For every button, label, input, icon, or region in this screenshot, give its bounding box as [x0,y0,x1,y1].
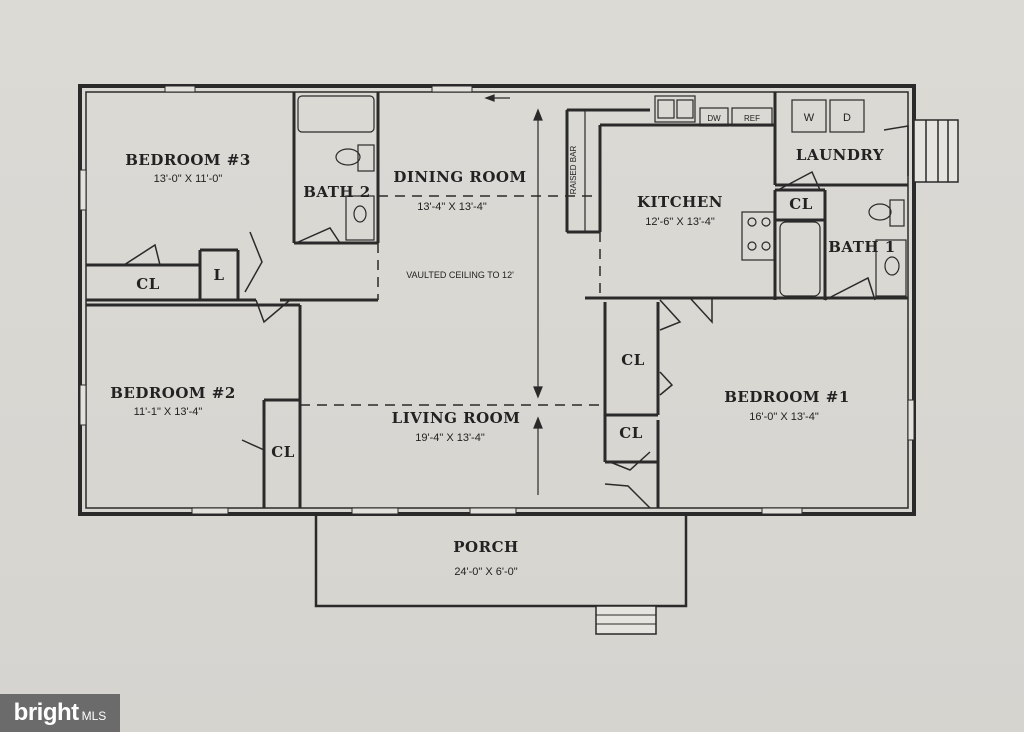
bedroom2-dimensions: 11'-1" X 13'-4" [134,406,203,418]
living-room-label: LIVING ROOM [392,409,521,427]
porch [314,514,688,635]
bedroom2-label: BEDROOM #2 [110,384,236,402]
windows [79,85,915,515]
bathtub-bath2 [297,95,375,133]
washer-label: W [804,112,815,124]
interior-walls [86,92,908,508]
toilet-tank-bath2 [357,144,375,172]
doors [123,125,909,509]
dishwasher-label: DW [707,114,721,123]
bright-mls-watermark: bright MLS [0,694,120,732]
laundry-label: LAUNDRY [796,146,884,164]
bedroom3-label: BEDROOM #3 [125,151,251,169]
bathtub-bath1 [779,221,821,297]
toilet-bowl-bath2 [335,148,361,166]
bath1-label: BATH 1 [828,238,896,256]
dryer-label: D [843,112,851,124]
bedroom3-dimensions: 13'-0" X 11'-0" [154,173,223,185]
closet-label: CL [621,351,645,369]
watermark-suffix: MLS [81,709,107,723]
dryer [829,99,865,133]
closet-label: CL [619,424,643,442]
vaulted-ceiling-note: VAULTED CEILING TO 12' [406,270,514,280]
kitchen-dimensions: 12'-6" X 13'-4" [645,216,715,228]
watermark-word: bright [13,699,79,726]
vanity-bath2 [345,195,375,241]
kitchen-range [741,211,775,261]
closet-label: CL [789,195,813,213]
porch-dimensions: 24'-0" X 6'-0" [454,566,517,578]
closet-label: CL [271,443,295,461]
dining-room-dimensions: 13'-4" X 13'-4" [417,201,487,213]
fixtures [297,95,907,297]
bath2-label: BATH 2 [303,183,371,201]
closet-label: CL [136,275,160,293]
raised-bar-label: RAISED BAR [569,146,578,195]
vanity-bath1 [875,239,907,297]
linen-closet-label: L [213,266,224,284]
washer [791,99,827,133]
dining-room-label: DINING ROOM [393,168,526,186]
refrigerator-label: REF [744,114,760,123]
kitchen-sink [654,95,696,123]
porch-label: PORCH [453,538,518,556]
bedroom1-dimensions: 16'-0" X 13'-4" [749,411,819,423]
living-room-dimensions: 19'-4" X 13'-4" [415,432,485,444]
toilet-bowl-bath1 [868,203,892,221]
bedroom1-label: BEDROOM #1 [724,388,850,406]
back-stairs [913,119,959,183]
dimension-arrows [484,94,543,495]
dashed-lines [300,195,605,406]
kitchen-label: KITCHEN [637,193,723,211]
